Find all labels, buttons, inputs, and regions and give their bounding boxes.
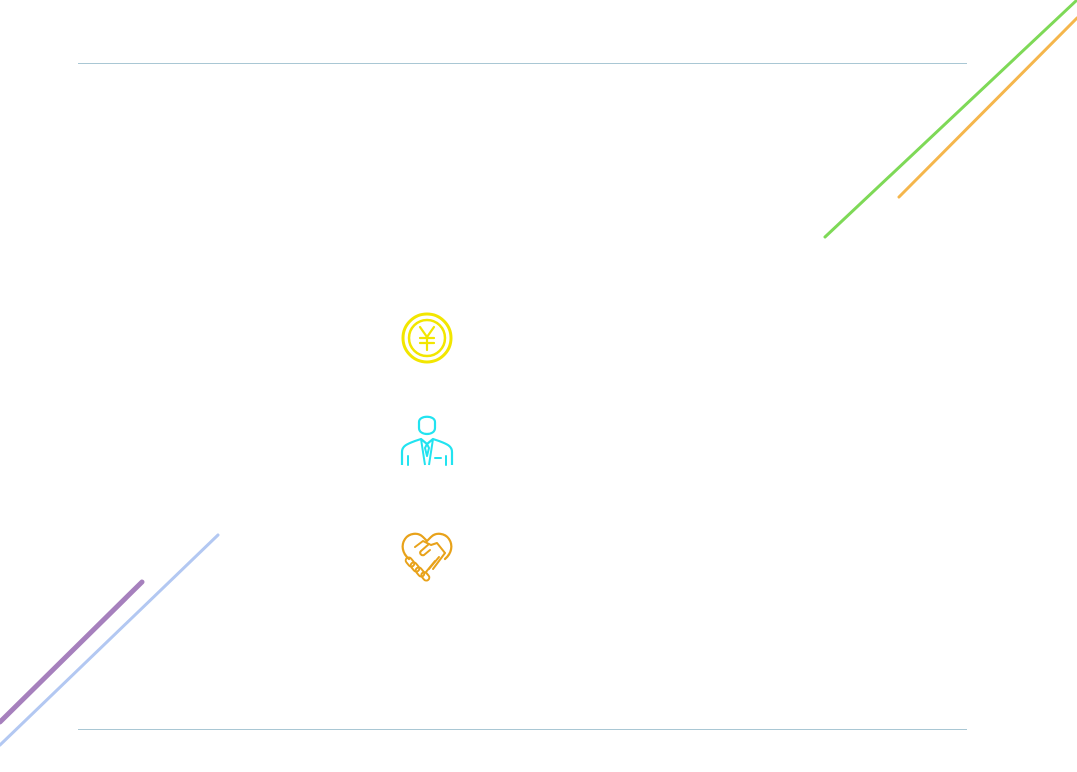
top-divider	[78, 63, 967, 64]
businessman-icon	[399, 410, 455, 466]
purple-stripe	[0, 579, 145, 725]
orange-stripe	[897, 16, 1077, 199]
yen-coin-icon	[399, 310, 455, 366]
handshake-heart-icon	[399, 527, 455, 583]
blue-stripe	[0, 533, 220, 747]
bottom-divider	[78, 729, 967, 730]
green-stripe	[823, 0, 1077, 239]
